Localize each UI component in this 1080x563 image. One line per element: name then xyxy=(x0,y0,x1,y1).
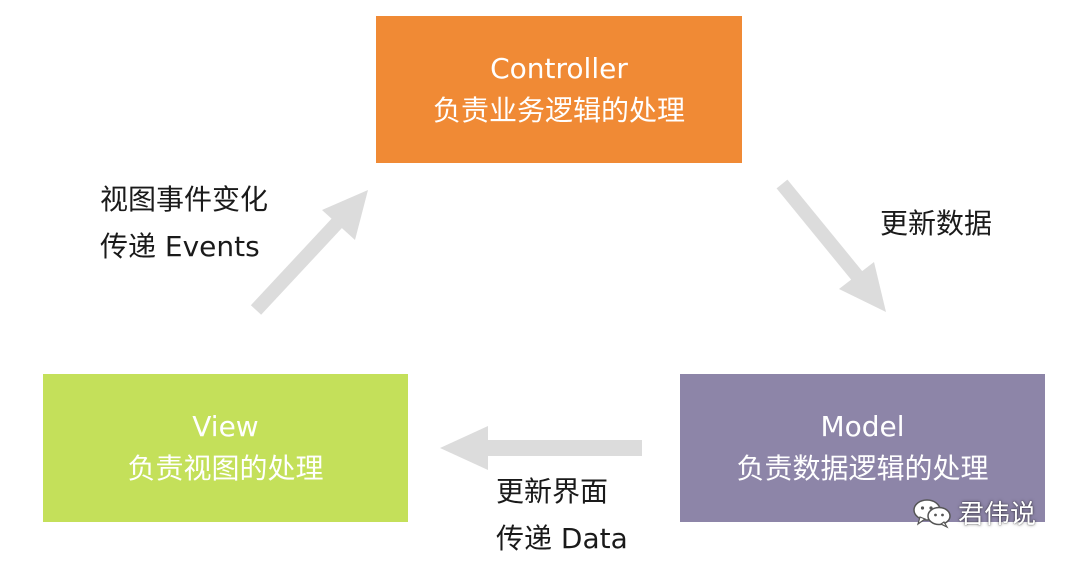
view-desc: 负责视图的处理 xyxy=(127,452,324,485)
watermark-text: 君伟说 xyxy=(958,500,1037,530)
controller-title: Controller xyxy=(490,51,628,85)
arrow-view-to-controller xyxy=(250,190,368,315)
view-to-controller-label: 视图事件变化 传递 Events xyxy=(100,176,268,270)
arrow-controller-to-model xyxy=(776,179,886,312)
watermark: 君伟说 xyxy=(912,494,1036,531)
model-desc: 负责数据逻辑的处理 xyxy=(736,452,989,485)
view-to-controller-line1: 视图事件变化 xyxy=(100,183,269,216)
model-to-view-line2: 传递 Data xyxy=(496,522,628,555)
model-to-view-label: 更新界面 传递 Data xyxy=(496,468,628,562)
model-box: Model 负责数据逻辑的处理 xyxy=(680,374,1045,522)
controller-to-model-line1: 更新数据 xyxy=(880,207,993,240)
controller-desc: 负责业务逻辑的处理 xyxy=(432,93,685,127)
view-box: View 负责视图的处理 xyxy=(43,374,408,522)
arrow-model-to-view xyxy=(440,426,642,470)
view-title: View xyxy=(192,410,259,443)
controller-to-model-label: 更新数据 xyxy=(880,200,992,247)
wechat-icon xyxy=(913,498,951,528)
model-title: Model xyxy=(820,410,905,443)
model-to-view-line1: 更新界面 xyxy=(496,475,609,508)
controller-box: Controller 负责业务逻辑的处理 xyxy=(376,16,742,163)
view-to-controller-line2: 传递 Events xyxy=(100,230,260,263)
